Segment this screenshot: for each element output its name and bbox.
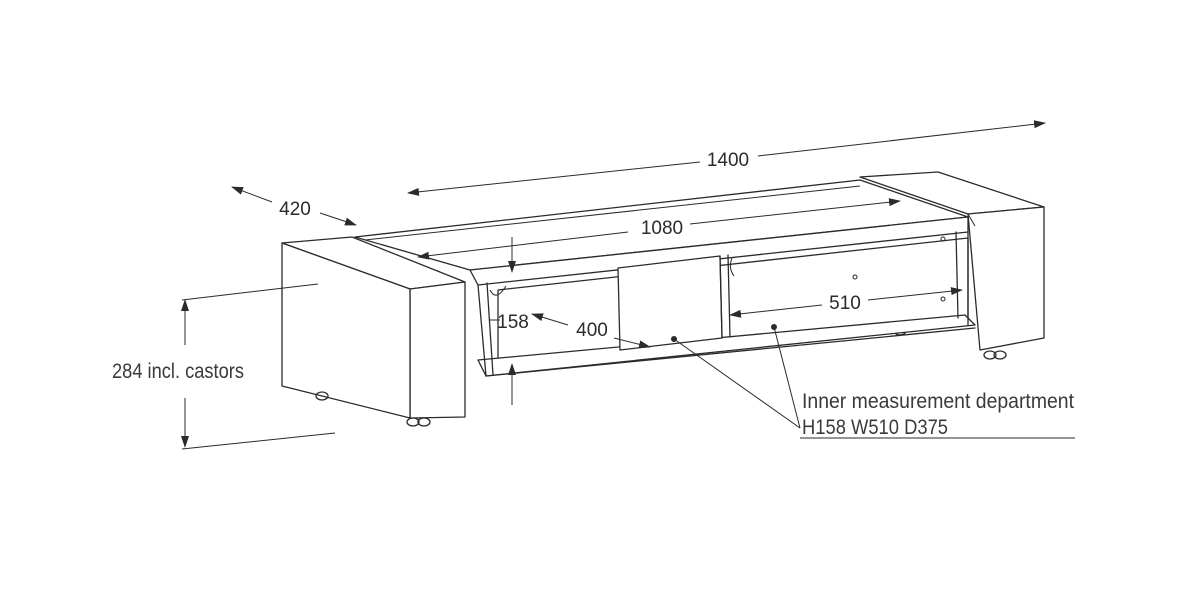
dimension-depth: 420 — [231, 186, 357, 226]
dimension-overall-width: 1400 — [407, 120, 1046, 196]
label-height: 284 incl. castors — [112, 360, 244, 383]
dimension-compartment-width: 510 — [729, 287, 963, 318]
callout-line-1: Inner measurement department — [802, 390, 1074, 413]
inner-measurement-callout: Inner measurement department H158 W510 D… — [671, 324, 1075, 439]
right-side-block — [859, 171, 1045, 360]
label-compartment-width: 510 — [829, 293, 861, 314]
label-left-compartment: 400 — [576, 320, 608, 341]
castor-icon — [983, 350, 1007, 360]
dimension-height: 284 incl. castors — [112, 283, 336, 450]
dimension-opening-height: 158 — [490, 237, 529, 405]
dimension-left-compartment: 400 — [531, 313, 651, 349]
callout-line-2: H158 W510 D375 — [802, 416, 948, 439]
label-depth: 420 — [279, 199, 311, 220]
label-inner-width: 1080 — [641, 218, 683, 239]
middle-body — [354, 179, 976, 377]
label-opening-height: 158 — [497, 312, 529, 333]
castor-icon — [315, 391, 329, 401]
left-side-block — [281, 236, 466, 427]
label-overall-width: 1400 — [707, 150, 749, 171]
dimension-inner-width: 1080 — [417, 198, 901, 260]
castor-icon — [406, 417, 431, 427]
